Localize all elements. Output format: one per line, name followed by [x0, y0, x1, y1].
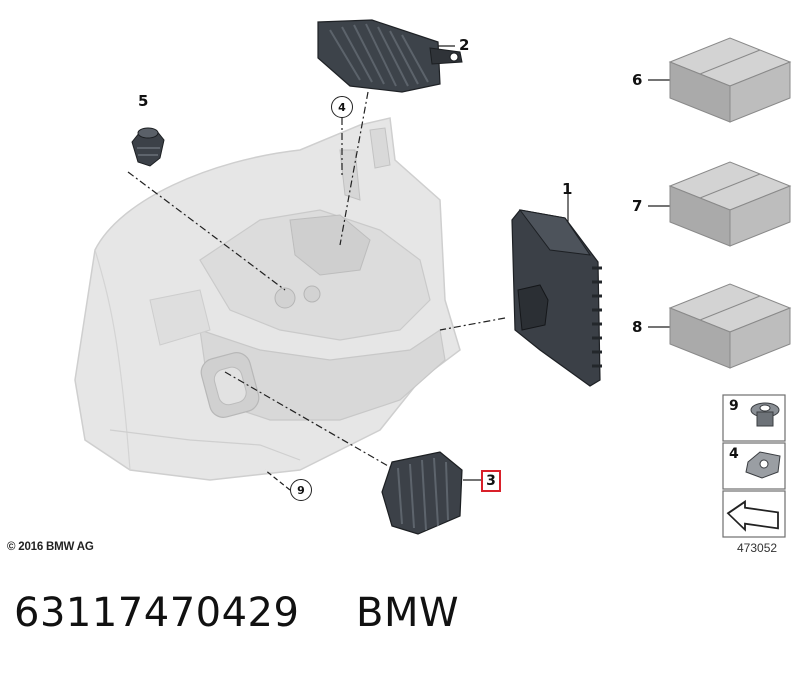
callout-5: 5	[138, 92, 149, 110]
callout-7: 7	[632, 197, 643, 215]
small-parts-legend	[722, 394, 786, 538]
callout-8: 8	[632, 318, 643, 336]
box-part-6	[668, 37, 792, 123]
screw-part-5	[131, 127, 165, 167]
diagram-reference-number: 473052	[737, 541, 778, 555]
callout-1: 1	[562, 180, 573, 198]
brand-name: BMW	[356, 590, 460, 636]
box-part-8	[668, 283, 792, 369]
callout-4-circled: 4	[331, 96, 353, 118]
copyright-text: © 2016 BMW AG	[7, 541, 94, 553]
callout-3-highlighted: 3	[481, 470, 501, 492]
legend-label-9: 9	[729, 398, 739, 414]
callout-9-circled: 9	[290, 479, 312, 501]
part-number: 63117470429	[14, 590, 300, 636]
headlight-housing	[74, 117, 461, 481]
led-module-part-3	[381, 451, 463, 535]
box-part-7	[668, 161, 792, 247]
callout-2: 2	[459, 36, 470, 54]
control-unit-part-1	[511, 209, 602, 387]
callout-6: 6	[632, 71, 643, 89]
led-module-part-2	[317, 19, 463, 93]
legend-label-4: 4	[729, 446, 739, 462]
